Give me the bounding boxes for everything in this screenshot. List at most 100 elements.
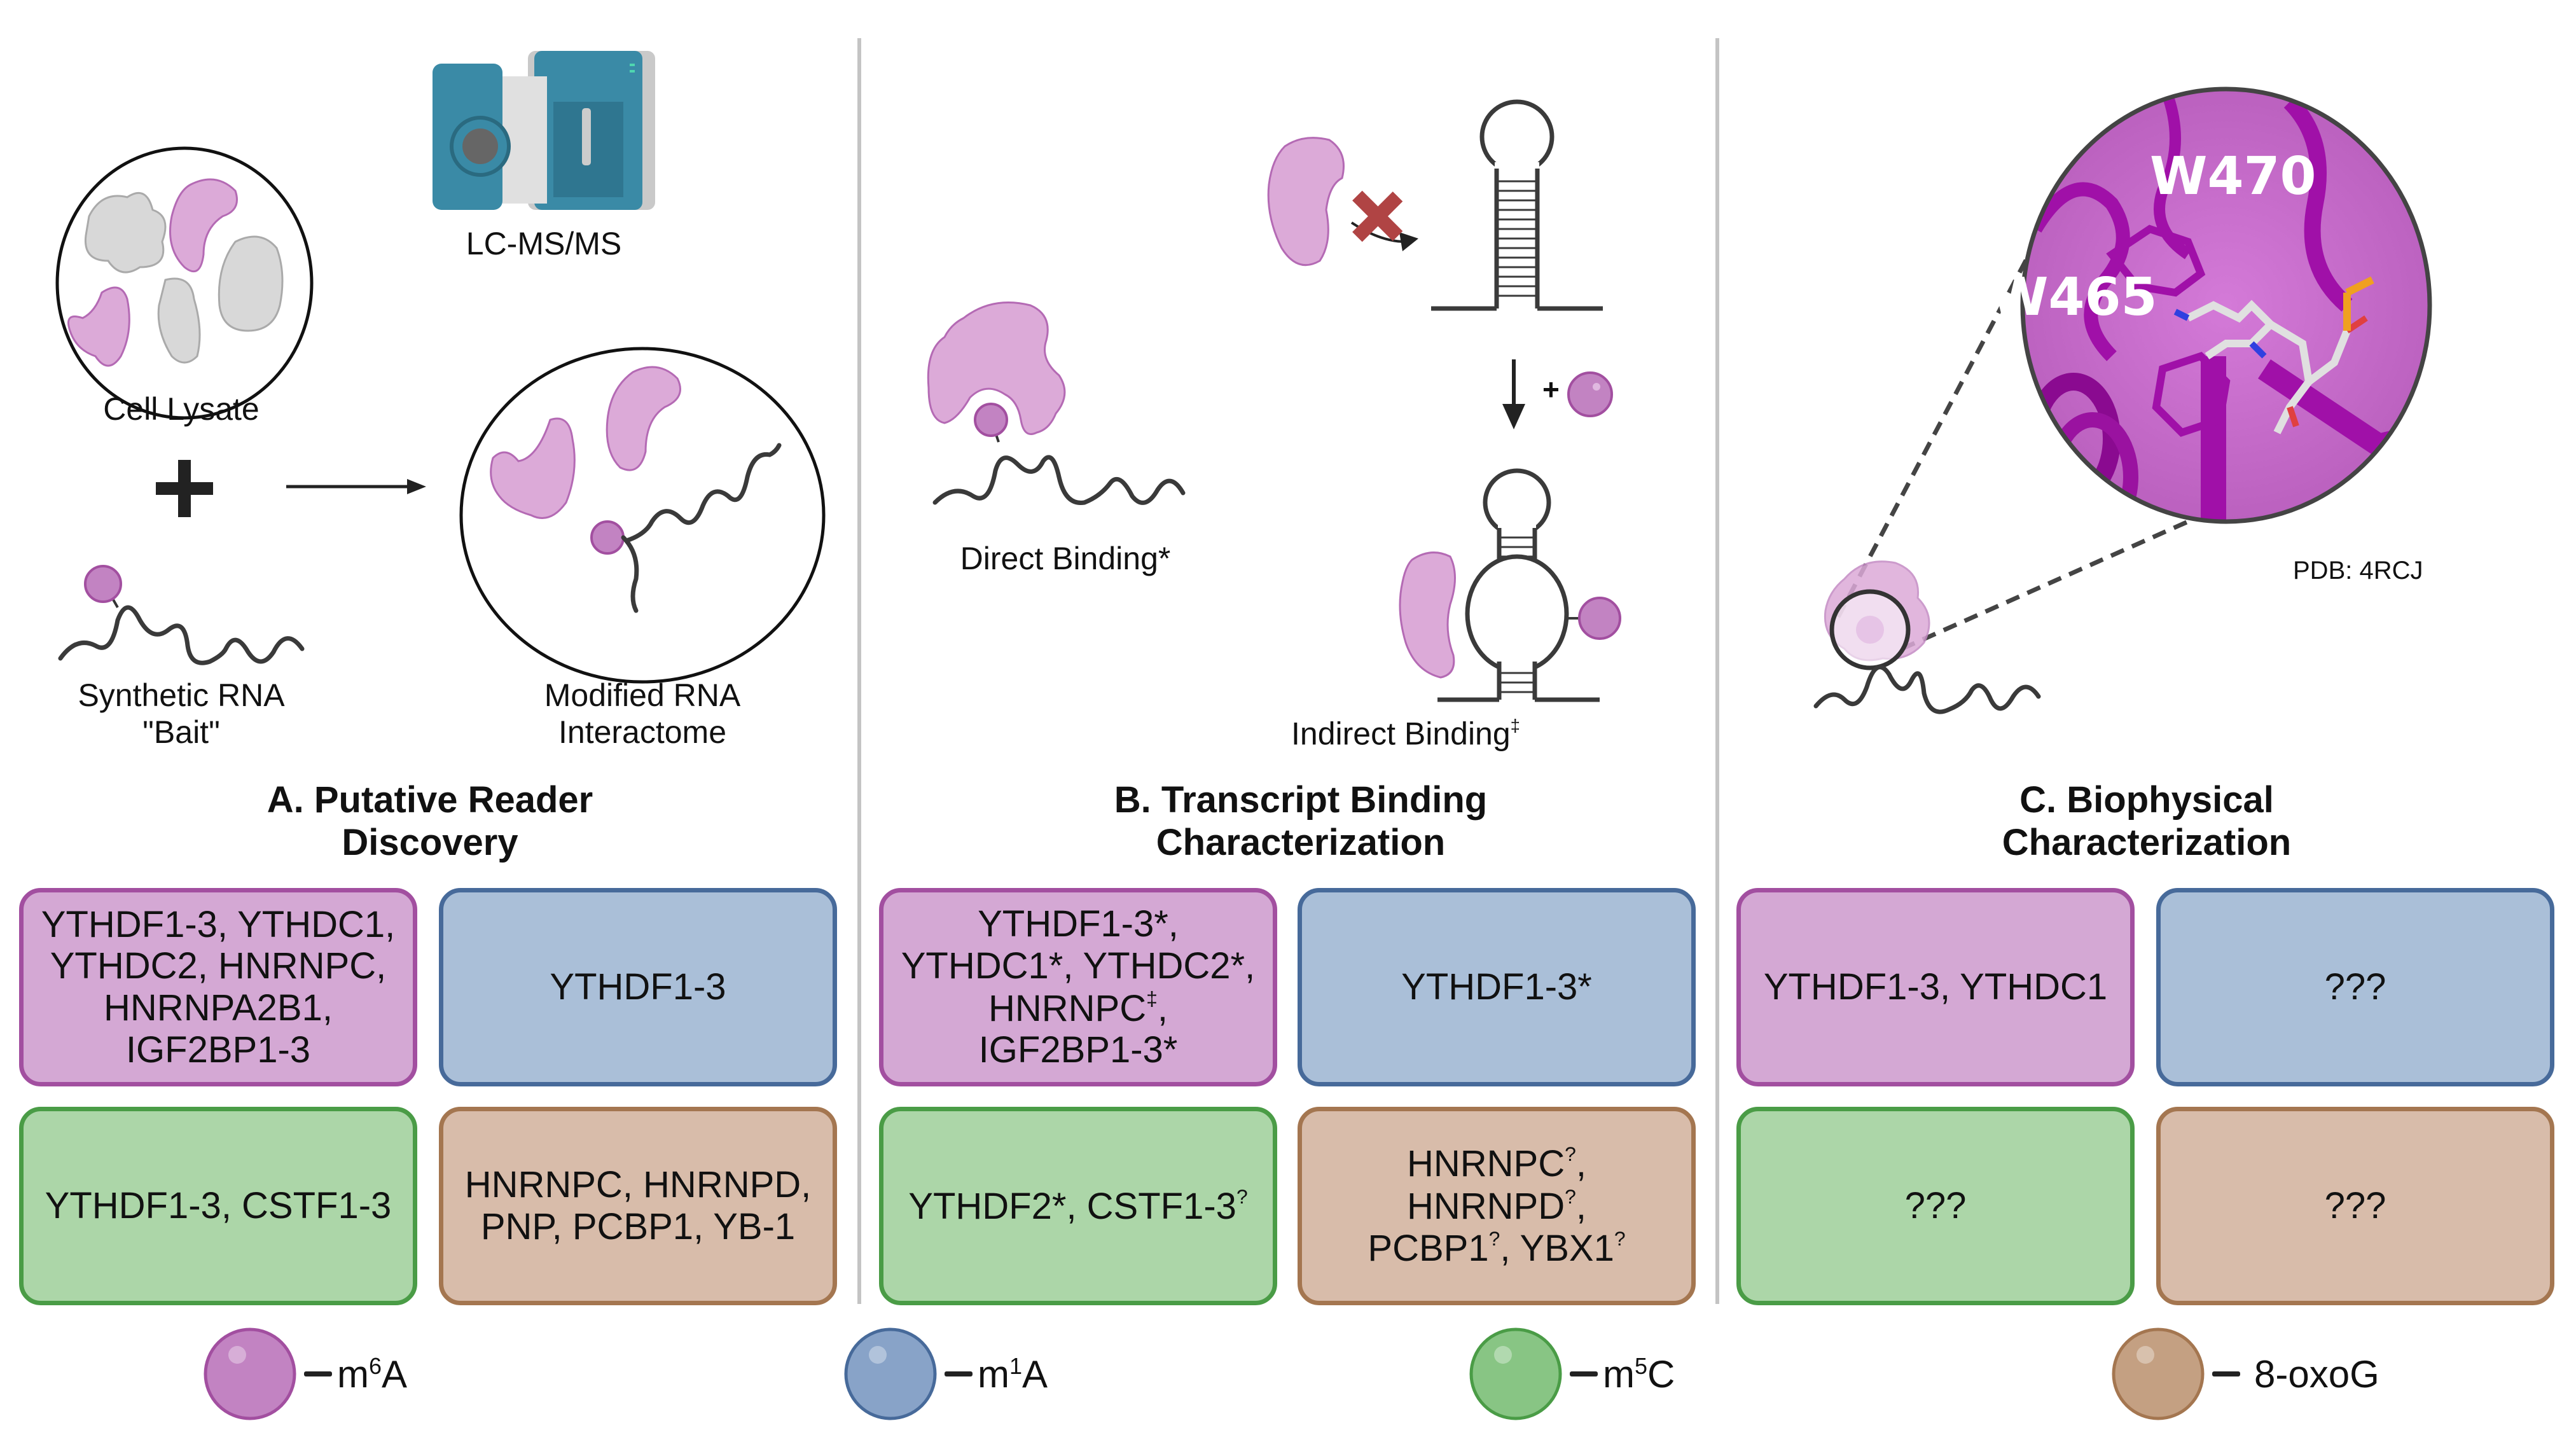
double-dagger-mark: ‡ [1510,716,1520,735]
plus-label: + [1542,373,1560,406]
legend-label: m6A [337,1352,408,1396]
panel-c-m5c-box: ??? [1736,1107,2135,1305]
panel-c-title: C. Biophysical Characterization [2002,779,2291,864]
legend-item-m5c: m5C [1468,1326,1675,1422]
panel-divider [857,38,861,1304]
indirect-binding-icon [1399,468,1621,702]
cell-lysate-icon [55,146,314,420]
panel-a-8oxog-box: HNRNPC, HNRNPD, PNP, PCBP1, YB-1 [439,1107,837,1305]
box-line: ??? [2324,966,2386,1008]
panel-b-title-line2: Characterization [1156,821,1446,863]
direct-binding-label: Direct Binding* [960,541,1171,576]
panel-c-title-line1: C. Biophysical [2019,779,2274,821]
residue-label-w470: W470 [2150,146,2316,207]
box-line: PNP, PCBP1, YB-1 [480,1206,796,1247]
protein-structure-render [2023,89,2430,522]
legend-dash [304,1371,332,1376]
box-line: IGF2BP1-3 [125,1029,311,1071]
box-line: YTHDF1-3, YTHDC1, [41,903,396,945]
box-text: YTHDF1-3*, YTHDC1*, YTHDC2*, HNRNPC‡, IG… [901,903,1256,1071]
m1a-sphere-icon [844,1328,937,1420]
box-line: YTHDC2, HNRNPC, [50,945,387,987]
synthetic-rna-bait-icon [58,565,305,665]
box-line: ??? [2324,1185,2386,1227]
protein-pink [169,178,238,273]
legend-label: m1A [978,1352,1048,1396]
panel-c-m6a-box: YTHDF1-3, YTHDC1 [1736,888,2135,1086]
base-pairs [1497,180,1537,297]
m6a-sphere-icon [204,1328,296,1420]
box-line: YTHDF1-3*, [978,903,1179,945]
pdb-id-label: PDB: 4RCJ [2293,557,2423,585]
box-line: YTHDF1-3 [550,966,726,1008]
blocked-binding-icon [1267,137,1418,267]
residue-label-w465: W465 [1991,267,2157,328]
arrow-right-icon [286,479,426,494]
interactome-label-line2: Interactome [558,714,727,750]
panel-divider [1715,38,1719,1304]
legend-item-m6a: m6A [202,1326,407,1422]
box-line: HNRNPC?, HNRNPD?, [1407,1142,1586,1227]
panel-a-m5c-box: YTHDF1-3, CSTF1-3 [19,1107,417,1305]
indirect-binding-text: Indirect Binding [1291,716,1511,752]
panel-b-title: B. Transcript Binding Characterization [1114,779,1488,864]
box-line: YTHDF1-3* [1401,966,1592,1008]
modified-rna-interactome-icon [459,347,826,684]
m5c-sphere-icon [1469,1328,1562,1420]
box-line: ??? [1904,1185,1967,1227]
panel-a-title-line1: A. Putative Reader [267,779,593,821]
box-line: HNRNPA2B1, [104,987,333,1029]
interactome-label-line1: Modified RNA [544,677,741,713]
interactome-label: Modified RNA Interactome [544,677,740,751]
panel-c-m1a-box: ??? [2156,888,2554,1086]
rna-hairpin-icon [1431,99,1603,315]
box-line: YTHDC1*, YTHDC2*, [901,945,1256,987]
lc-ms-label: LC-MS/MS [466,226,622,261]
protein-grey [84,191,167,274]
x-mark-icon [1352,190,1403,242]
box-text: HNRNPC, HNRNPD, PNP, PCBP1, YB-1 [465,1164,812,1247]
protein-pink [606,366,681,471]
panel-b-m6a-box: YTHDF1-3*, YTHDC1*, YTHDC2*, HNRNPC‡, IG… [879,888,1277,1086]
legend-label: 8-oxoG [2254,1352,2379,1396]
box-line: IGF2BP1-3* [978,1029,1178,1071]
box-line: YTHDF2*, CSTF1-3? [908,1184,1248,1227]
panel-a-m6a-box: YTHDF1-3, YTHDC1, YTHDC2, HNRNPC, HNRNPA… [19,888,417,1086]
indirect-binding-label: Indirect Binding‡ [1291,716,1520,752]
box-line: YTHDF1-3, YTHDC1 [1763,966,2108,1008]
m6a-modification-icon [1567,371,1613,417]
box-line: PCBP1?, YBX1? [1368,1227,1626,1270]
panel-a-m1a-box: YTHDF1-3 [439,888,837,1086]
structure-zoom-icon [1836,87,2432,651]
protein-pink [490,417,576,519]
protein-rna-complex-icon [1813,560,2041,714]
panel-b-m5c-box: YTHDF2*, CSTF1-3? [879,1107,1277,1305]
bait-label-line2: "Bait" [142,714,220,750]
box-line: HNRNPC‡, [988,987,1168,1029]
panel-b-8oxog-box: HNRNPC?, HNRNPD?, PCBP1?, YBX1? [1298,1107,1696,1305]
box-text: YTHDF1-3, YTHDC1, YTHDC2, HNRNPC, HNRNPA… [41,904,395,1071]
panel-a-title-line2: Discovery [342,821,518,863]
synthetic-rna-label: Synthetic RNA "Bait" [78,677,284,751]
box-line: HNRNPC, HNRNPD, [464,1164,812,1206]
legend-dash [2212,1371,2240,1376]
direct-binding-icon [927,302,1186,505]
lc-ms-instrument-icon [433,51,655,210]
protein-pink [67,286,130,367]
panel-c-8oxog-box: ??? [2156,1107,2554,1305]
legend-label: m5C [1603,1352,1675,1396]
panel-b-m1a-box: YTHDF1-3* [1298,888,1696,1086]
box-text: HNRNPC?, HNRNPD?, PCBP1?, YBX1? [1315,1142,1679,1269]
panel-c-title-line2: Characterization [2002,821,2292,863]
bait-label-line1: Synthetic RNA [78,677,285,713]
legend-item-m1a: m1A [843,1326,1048,1422]
box-line: YTHDF1-3, CSTF1-3 [45,1185,392,1227]
legend-dash [1570,1371,1598,1376]
protein-grey [218,235,284,332]
8oxog-sphere-icon [2112,1328,2205,1420]
plus-icon [156,460,213,517]
ligand-sticks [2186,300,2351,434]
legend-item-8oxog: 8-oxoG [2110,1326,2379,1422]
cell-lysate-label: Cell Lysate [103,391,260,427]
panel-b-title-line1: B. Transcript Binding [1114,779,1488,821]
